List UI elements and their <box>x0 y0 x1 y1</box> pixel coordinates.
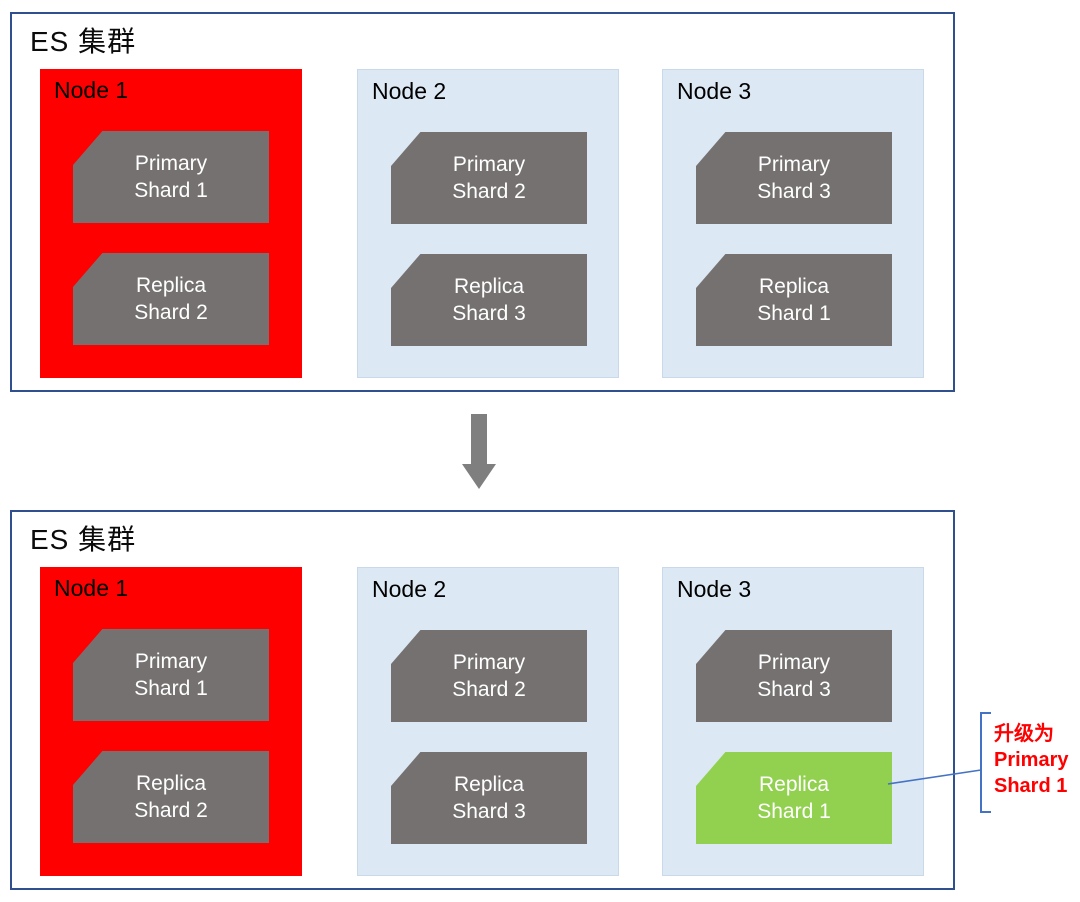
down-arrow-icon <box>462 414 496 489</box>
shard-label-line1: Replica <box>453 773 525 796</box>
shard-label-line2: Shard 2 <box>134 799 208 822</box>
node-label: Node 2 <box>372 576 447 602</box>
annotation-line: Primary <box>994 749 1069 771</box>
node-box-2: Node 2 Primary Shard 2 Replica Shard 3 <box>357 69 619 378</box>
shard-label-line2: Shard 1 <box>757 800 831 823</box>
left-bracket <box>980 712 991 813</box>
shard-replica-1-promoted: Replica Shard 1 <box>696 752 892 844</box>
shard-label-line2: Shard 2 <box>452 678 526 701</box>
connector-line <box>887 769 982 785</box>
shard-primary-3: Primary Shard 3 <box>696 132 892 224</box>
node-box-3: Node 3 Primary Shard 3 Replica Shard 1 <box>662 69 924 378</box>
shard-label-line2: Shard 3 <box>452 800 526 823</box>
shard-replica-3: Replica Shard 3 <box>391 254 587 346</box>
shard-label-line1: Primary <box>757 153 831 176</box>
cluster-title: ES 集群 <box>30 524 137 555</box>
shard-label-line1: Replica <box>453 275 525 298</box>
cluster-title: ES 集群 <box>30 26 137 57</box>
shard-label-line2: Shard 1 <box>134 179 208 202</box>
shard-label-line2: Shard 3 <box>452 302 526 325</box>
shard-primary-2: Primary Shard 2 <box>391 630 587 722</box>
shard-label-line2: Shard 1 <box>134 677 208 700</box>
shard-primary-2: Primary Shard 2 <box>391 132 587 224</box>
node-label: Node 1 <box>54 77 129 103</box>
shard-label-line2: Shard 2 <box>452 180 526 203</box>
down-arrow-head <box>462 464 496 489</box>
shard-label-line1: Replica <box>758 275 830 298</box>
node-box-2: Node 2 Primary Shard 2 Replica Shard 3 <box>357 567 619 876</box>
shard-label-line1: Replica <box>135 772 207 795</box>
shard-label-line1: Primary <box>134 650 208 673</box>
node-label: Node 3 <box>677 576 752 602</box>
down-arrow-shaft <box>471 414 487 464</box>
shard-label-line2: Shard 3 <box>757 180 831 203</box>
shard-replica-3: Replica Shard 3 <box>391 752 587 844</box>
shard-replica-2: Replica Shard 2 <box>73 253 269 345</box>
shard-label-line2: Shard 1 <box>757 302 831 325</box>
shard-label-line1: Primary <box>452 651 526 674</box>
shard-primary-3: Primary Shard 3 <box>696 630 892 722</box>
shard-label-line1: Replica <box>758 773 830 796</box>
shard-replica-2: Replica Shard 2 <box>73 751 269 843</box>
annotation-line: Shard 1 <box>994 775 1068 797</box>
shard-replica-1: Replica Shard 1 <box>696 254 892 346</box>
shard-label-line1: Primary <box>757 651 831 674</box>
cluster-box-after: ES 集群 Node 1 Primary Shard 1 Replica Sha… <box>10 510 955 890</box>
shard-primary-1: Primary Shard 1 <box>73 629 269 721</box>
node-box-1: Node 1 Primary Shard 1 Replica Shard 2 <box>40 567 302 876</box>
node-label: Node 3 <box>677 78 752 104</box>
node-box-3: Node 3 Primary Shard 3 Replica Shard 1 <box>662 567 924 876</box>
node-label: Node 1 <box>54 575 129 601</box>
shard-label-line2: Shard 2 <box>134 301 208 324</box>
node-label: Node 2 <box>372 78 447 104</box>
shard-primary-1: Primary Shard 1 <box>73 131 269 223</box>
shard-label-line2: Shard 3 <box>757 678 831 701</box>
shard-label-line1: Primary <box>452 153 526 176</box>
annotation-line: 升级为 <box>994 723 1054 745</box>
cluster-box-before: ES 集群 Node 1 Primary Shard 1 Replica Sha… <box>10 12 955 392</box>
node-box-1: Node 1 Primary Shard 1 Replica Shard 2 <box>40 69 302 378</box>
shard-label-line1: Replica <box>135 274 207 297</box>
shard-label-line1: Primary <box>134 152 208 175</box>
annotation-promoted-label: 升级为 Primary Shard 1 <box>994 721 1080 799</box>
